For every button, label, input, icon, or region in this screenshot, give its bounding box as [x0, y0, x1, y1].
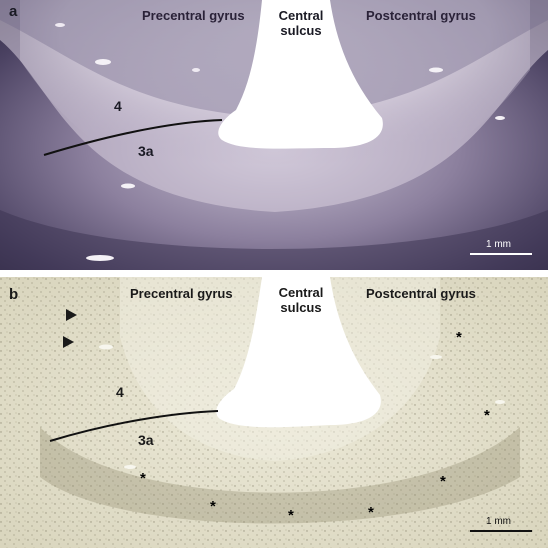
panel-a: a Precentral gyrus Central sulcus Postce…: [0, 0, 548, 270]
arrowhead-marker: [66, 309, 77, 321]
layer-boundary-line: [49, 410, 219, 442]
scale-bar: [470, 253, 532, 255]
panel-label: b: [9, 286, 19, 303]
postcentral-gyrus-label: Postcentral gyrus: [366, 8, 476, 23]
layer-4-label: 4: [114, 98, 122, 114]
asterisk-marker: *: [368, 504, 374, 521]
asterisk-marker: *: [456, 329, 462, 346]
panel-b: b Precentral gyrus Central sulcus Postce…: [0, 277, 548, 548]
panel-label: a: [9, 3, 18, 20]
tissue-section-a: [0, 0, 548, 270]
central-sulcus-label: Central sulcus: [270, 8, 332, 38]
central-sulcus-label: Central sulcus: [270, 285, 332, 315]
layer-3a-label: 3a: [138, 143, 154, 159]
scale-bar-label: 1 mm: [486, 239, 511, 250]
scale-bar: [470, 530, 532, 532]
tissue-section-b: [0, 277, 548, 548]
scale-bar-label: 1 mm: [486, 516, 511, 527]
asterisk-marker: *: [484, 407, 490, 424]
central-sulcus-line-2: sulcus: [280, 300, 322, 315]
precentral-gyrus-label: Precentral gyrus: [130, 286, 233, 301]
asterisk-marker: *: [210, 498, 216, 515]
layer-4-label: 4: [116, 384, 124, 400]
layer-boundary-line: [43, 119, 223, 156]
asterisk-marker: *: [440, 473, 446, 490]
central-sulcus-shape: [218, 0, 383, 149]
postcentral-gyrus-label: Postcentral gyrus: [366, 286, 476, 301]
precentral-gyrus-label: Precentral gyrus: [142, 8, 245, 23]
layer-3a-label: 3a: [138, 432, 154, 448]
asterisk-marker: *: [288, 507, 294, 524]
arrowhead-marker: [63, 336, 74, 348]
central-sulcus-line-1: Central: [278, 285, 324, 300]
central-sulcus-line-2: sulcus: [280, 23, 322, 38]
central-sulcus-shape: [216, 277, 381, 428]
asterisk-marker: *: [140, 470, 146, 487]
central-sulcus-line-1: Central: [278, 8, 324, 23]
